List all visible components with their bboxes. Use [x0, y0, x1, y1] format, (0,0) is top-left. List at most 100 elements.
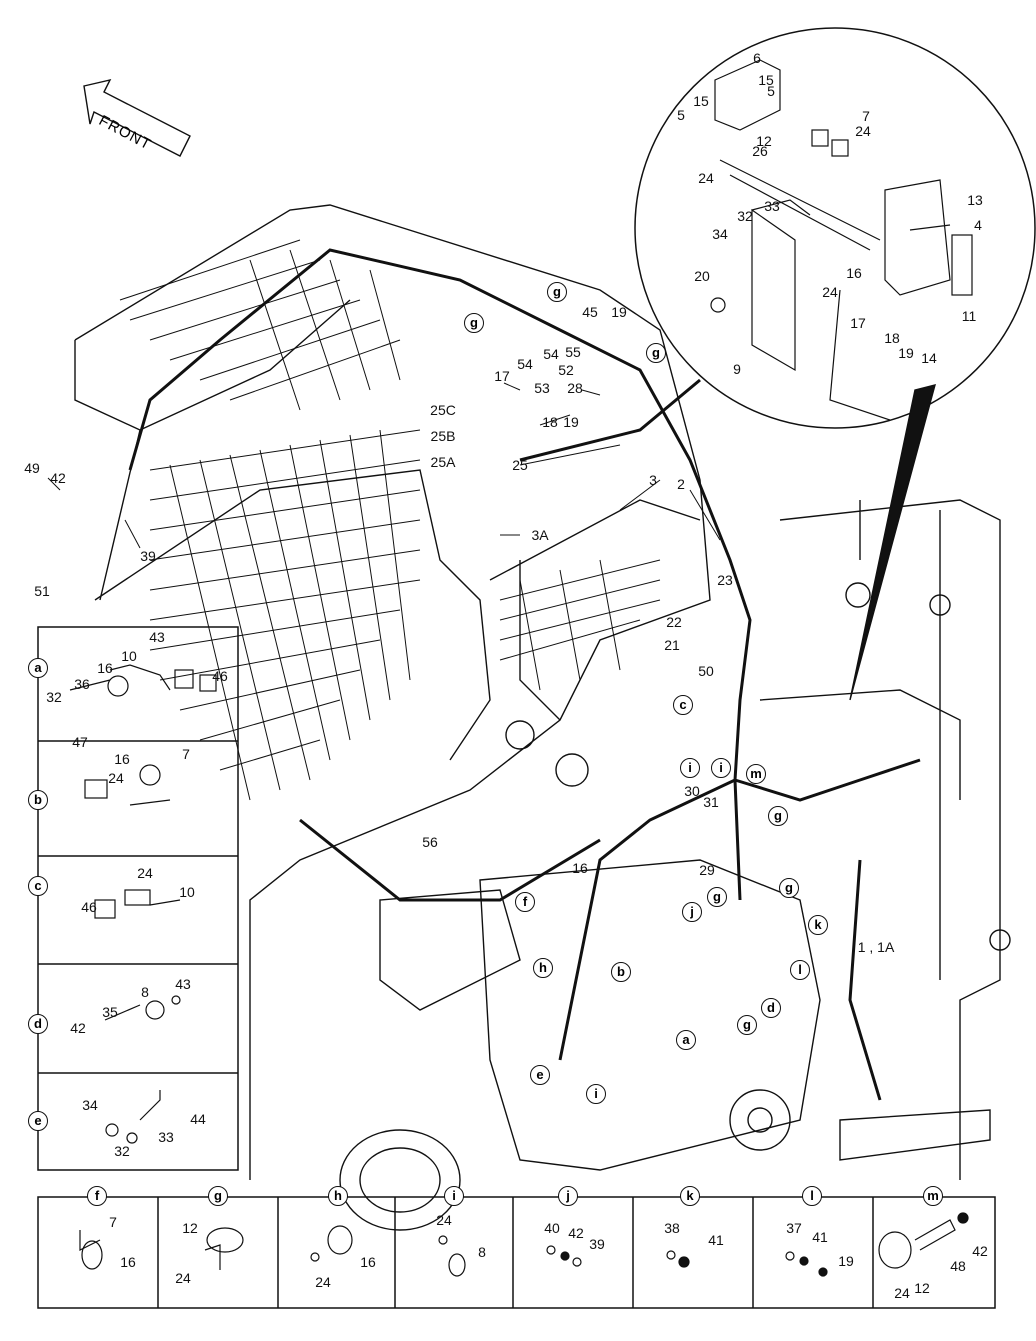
- callout-number: 7: [182, 746, 190, 762]
- detail-panel-parts: [69, 664, 217, 1144]
- callout-number: 6: [753, 50, 761, 66]
- callout-number: 39: [589, 1236, 605, 1252]
- callout-number: 22: [666, 614, 682, 630]
- callout-number: 16: [572, 860, 588, 876]
- inset-pointer: [849, 384, 936, 701]
- view-reference-circle: i: [680, 758, 700, 778]
- detail-view-d-marker: d: [28, 1014, 48, 1034]
- callout-number: 24: [175, 1270, 191, 1286]
- callout-number: 25A: [430, 454, 456, 470]
- callout-number: 10: [179, 884, 195, 900]
- callout-number: 35: [102, 1004, 118, 1020]
- callout-number: 4: [974, 217, 982, 233]
- inset-parts: [710, 59, 973, 421]
- callout-number: 46: [212, 668, 228, 684]
- callout-number: 48: [950, 1258, 966, 1274]
- bottom-view-j-marker: j: [558, 1186, 578, 1206]
- bottom-view-m-marker: m: [923, 1186, 943, 1206]
- view-reference-circle: c: [673, 695, 693, 715]
- callout-number: 10: [121, 648, 137, 664]
- callout-number: 19: [838, 1253, 854, 1269]
- callout-number: 16: [360, 1254, 376, 1270]
- callout-number: 40: [544, 1220, 560, 1236]
- view-reference-circle: f: [515, 892, 535, 912]
- callout-number: 24: [822, 284, 838, 300]
- view-reference-circle: e: [530, 1065, 550, 1085]
- callout-number: 41: [812, 1229, 828, 1245]
- callout-number: 42: [70, 1020, 86, 1036]
- callout-number: 36: [74, 676, 90, 692]
- detail-view-a-marker: a: [28, 658, 48, 678]
- callout-number: 1 , 1A: [857, 939, 895, 955]
- view-reference-circle: g: [707, 887, 727, 907]
- view-reference-circle: b: [611, 962, 631, 982]
- bottom-view-g-marker: g: [208, 1186, 228, 1206]
- callout-number: 26: [752, 143, 768, 159]
- view-reference-circle: d: [761, 998, 781, 1018]
- bottom-view-l-marker: l: [802, 1186, 822, 1206]
- inset-detail-circle: [634, 27, 1036, 429]
- callout-number: 5: [767, 83, 775, 99]
- callout-number: 28: [567, 380, 583, 396]
- callout-number: 32: [46, 689, 62, 705]
- callout-number: 39: [140, 548, 156, 564]
- bottom-panel-parts: [79, 1212, 969, 1277]
- callout-number: 49: [24, 460, 40, 476]
- callout-number: 44: [190, 1111, 206, 1127]
- callout-number: 32: [737, 208, 753, 224]
- callout-number: 24: [315, 1274, 331, 1290]
- callout-number: 18: [542, 414, 558, 430]
- view-reference-circle: i: [711, 758, 731, 778]
- callout-number: 31: [703, 794, 719, 810]
- callout-number: 46: [81, 899, 97, 915]
- callout-number: 20: [694, 268, 710, 284]
- callout-number: 24: [436, 1212, 452, 1228]
- callout-number: 7: [862, 108, 870, 124]
- callout-number: 34: [712, 226, 728, 242]
- callout-number: 54: [543, 346, 559, 362]
- callout-number: 19: [611, 304, 627, 320]
- callout-number: 16: [114, 751, 130, 767]
- callout-number: 29: [699, 862, 715, 878]
- view-reference-circle: g: [737, 1015, 757, 1035]
- callout-number: 19: [563, 414, 579, 430]
- callout-number: 52: [558, 362, 574, 378]
- callout-number: 8: [141, 984, 149, 1000]
- callout-number: 51: [34, 583, 50, 599]
- bottom-view-k-marker: k: [680, 1186, 700, 1206]
- callout-number: 37: [786, 1220, 802, 1236]
- bottom-view-i-marker: i: [444, 1186, 464, 1206]
- callout-number: 42: [568, 1225, 584, 1241]
- callout-number: 16: [97, 660, 113, 676]
- callout-number: 15: [758, 72, 774, 88]
- callout-number: 45: [582, 304, 598, 320]
- callout-number: 8: [478, 1244, 486, 1260]
- callout-number: 15: [693, 93, 709, 109]
- view-reference-circle: k: [808, 915, 828, 935]
- callout-number: 42: [50, 470, 66, 486]
- callout-number: 3A: [531, 527, 549, 543]
- callout-number: 43: [149, 629, 165, 645]
- callout-number: 14: [921, 350, 937, 366]
- bottom-view-h-marker: h: [328, 1186, 348, 1206]
- callout-number: 56: [422, 834, 438, 850]
- callout-number: 12: [756, 133, 772, 149]
- callout-number: 32: [114, 1143, 130, 1159]
- callout-number: 38: [664, 1220, 680, 1236]
- callout-number: 24: [894, 1285, 910, 1301]
- callout-number: 5: [677, 107, 685, 123]
- detail-view-c-marker: c: [28, 876, 48, 896]
- detail-panel-frame: [37, 626, 239, 1171]
- callout-number: 50: [698, 663, 714, 679]
- callout-number: 33: [158, 1129, 174, 1145]
- callout-number: 21: [664, 637, 680, 653]
- view-reference-circle: g: [646, 343, 666, 363]
- callout-number: 25: [512, 457, 528, 473]
- callout-number: 16: [846, 265, 862, 281]
- callout-number: 24: [108, 770, 124, 786]
- callout-number: 12: [182, 1220, 198, 1236]
- view-reference-circle: g: [779, 878, 799, 898]
- callout-number: 17: [494, 368, 510, 384]
